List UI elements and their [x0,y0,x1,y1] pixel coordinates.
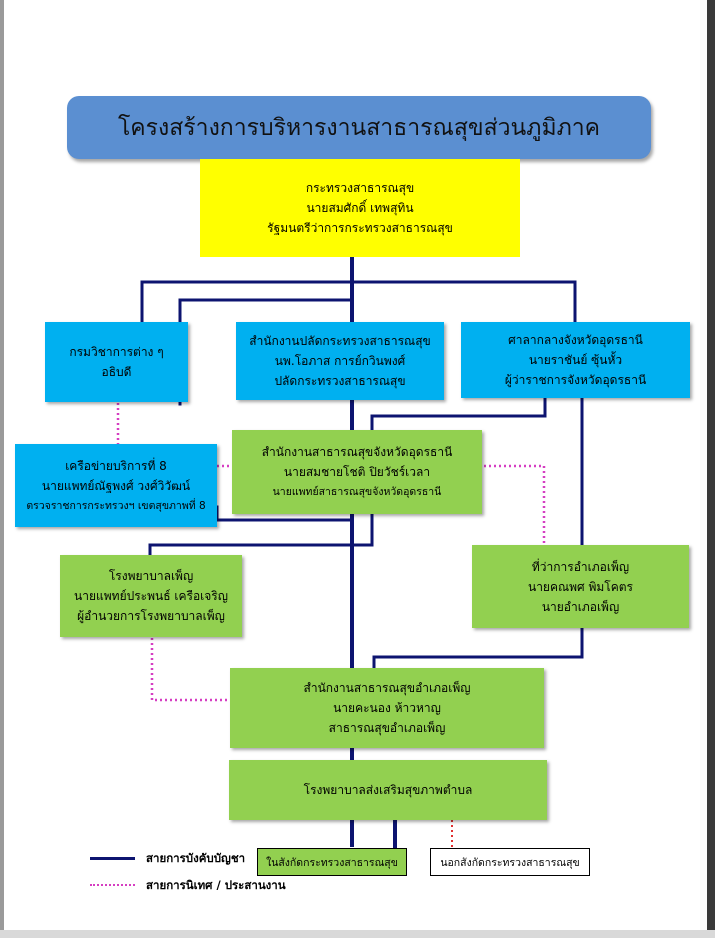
window-left-edge [0,0,4,938]
provincial-health-office-box: สำนักงานสาธารณสุขจังหวัดอุดรธานี นายสมชา… [232,430,482,514]
legend-command-line-label: สายการบังคับบัญชา [146,851,246,865]
departments-box: กรมวิชาการต่าง ๆ อธิบดี [45,322,188,402]
legend-outside-ministry: นอกสังกัดกระทรวงสาธารณสุข [430,848,590,876]
ministry-position: รัฐมนตรีว่าการกระทรวงสาธารณสุข [267,221,453,235]
legend-coordination-line-label: สายการนิเทศ / ประสานงาน [146,878,286,892]
ministry-name: กระทรวงสาธารณสุข [305,181,415,195]
health-network-box: เครือข่ายบริการที่ 8 นายแพทย์ณัฐพงศ์ วงศ… [15,444,217,527]
ministry-box: กระทรวงสาธารณสุข นายสมศักดิ์ เทพสุทิน รั… [200,159,520,257]
hospital-box: โรงพยาบาลเพ็ญ นายแพทย์ประพนธ์ เครือเจริญ… [60,555,242,637]
district-office-name: ที่ว่าการอำเภอเพ็ญ [531,559,630,574]
permanent-secretary-position: ปลัดกระทรวงสาธารณสุข [274,374,406,388]
subdistrict-hospital-box: โรงพยาบาลส่งเสริมสุขภาพตำบล [229,760,547,820]
district-health-office-name: สำนักงานสาธารณสุขอำเภอเพ็ญ [303,681,471,695]
legend-command-line-swatch [90,857,135,860]
departments-label: กรมวิชาการต่าง ๆ [69,345,164,359]
provincial-hall-box: ศาลากลางจังหวัดอุดรธานี นายราชันย์ ซุ้นห… [461,322,690,398]
district-health-office-box: สำนักงานสาธารณสุขอำเภอเพ็ญ นายคะนอง ห้าว… [230,668,544,748]
provincial-health-office-person: นายสมชายโชติ ปิยวัชร์เวลา [283,465,431,479]
coordination-lines [116,403,546,702]
provincial-hall-person: นายราชันย์ ซุ้นหั้ว [528,353,623,367]
chart-title: โครงสร้างการบริหารงานสาธารณสุขส่วนภูมิภา… [67,96,651,159]
window-bottom-edge [0,930,715,938]
provincial-hall-position: ผู้ว่าราชการจังหวัดอุดรธานี [504,373,647,387]
provincial-health-office-position: นายแพทย์สาธารณสุขจังหวัดอุดรธานี [272,486,442,498]
hospital-name: โรงพยาบาลเพ็ญ [108,569,194,583]
departments-head: อธิบดี [101,365,132,379]
district-office-person: นายคณพศ พิมโคตร [527,579,633,594]
provincial-hall-name: ศาลากลางจังหวัดอุดรธานี [508,333,643,347]
permanent-secretary-person: นพ.โอภาส การย์กวินพงศ์ [274,354,406,368]
health-network-person: นายแพทย์ณัฐพงศ์ วงศ์วิวัฒน์ [41,478,191,493]
health-network-name: เครือข่ายบริการที่ 8 [65,458,167,473]
district-office-position: นายอำเภอเพ็ญ [541,599,620,614]
legend-inside-ministry: ในสังกัดกระทรวงสาธารณสุข [257,848,407,876]
window-right-edge [707,0,715,938]
legend-coordination-line-swatch [90,884,135,886]
permanent-secretary-name: สำนักงานปลัดกระทรวงสาธารณสุข [249,334,431,348]
ministry-person: นายสมศักดิ์ เทพสุทิน [306,201,414,215]
subdistrict-hospital-name: โรงพยาบาลส่งเสริมสุขภาพตำบล [303,783,473,797]
hospital-person: นายแพทย์ประพนธ์ เครือเจริญ [74,589,228,603]
health-network-position: ตรวจราชการกระทรวงฯ เขตสุขภาพที่ 8 [26,499,206,512]
district-health-office-person: นายคะนอง ห้าวหาญ [333,701,441,715]
permanent-secretary-box: สำนักงานปลัดกระทรวงสาธารณสุข นพ.โอภาส กา… [236,322,444,400]
district-health-office-position: สาธารณสุขอำเภอเพ็ญ [328,721,446,735]
district-office-box: ที่ว่าการอำเภอเพ็ญ นายคณพศ พิมโคตร นายอำ… [472,545,689,628]
hospital-position: ผู้อำนวยการโรงพยาบาลเพ็ญ [77,609,225,623]
provincial-health-office-name: สำนักงานสาธารณสุขจังหวัดอุดรธานี [261,445,453,459]
